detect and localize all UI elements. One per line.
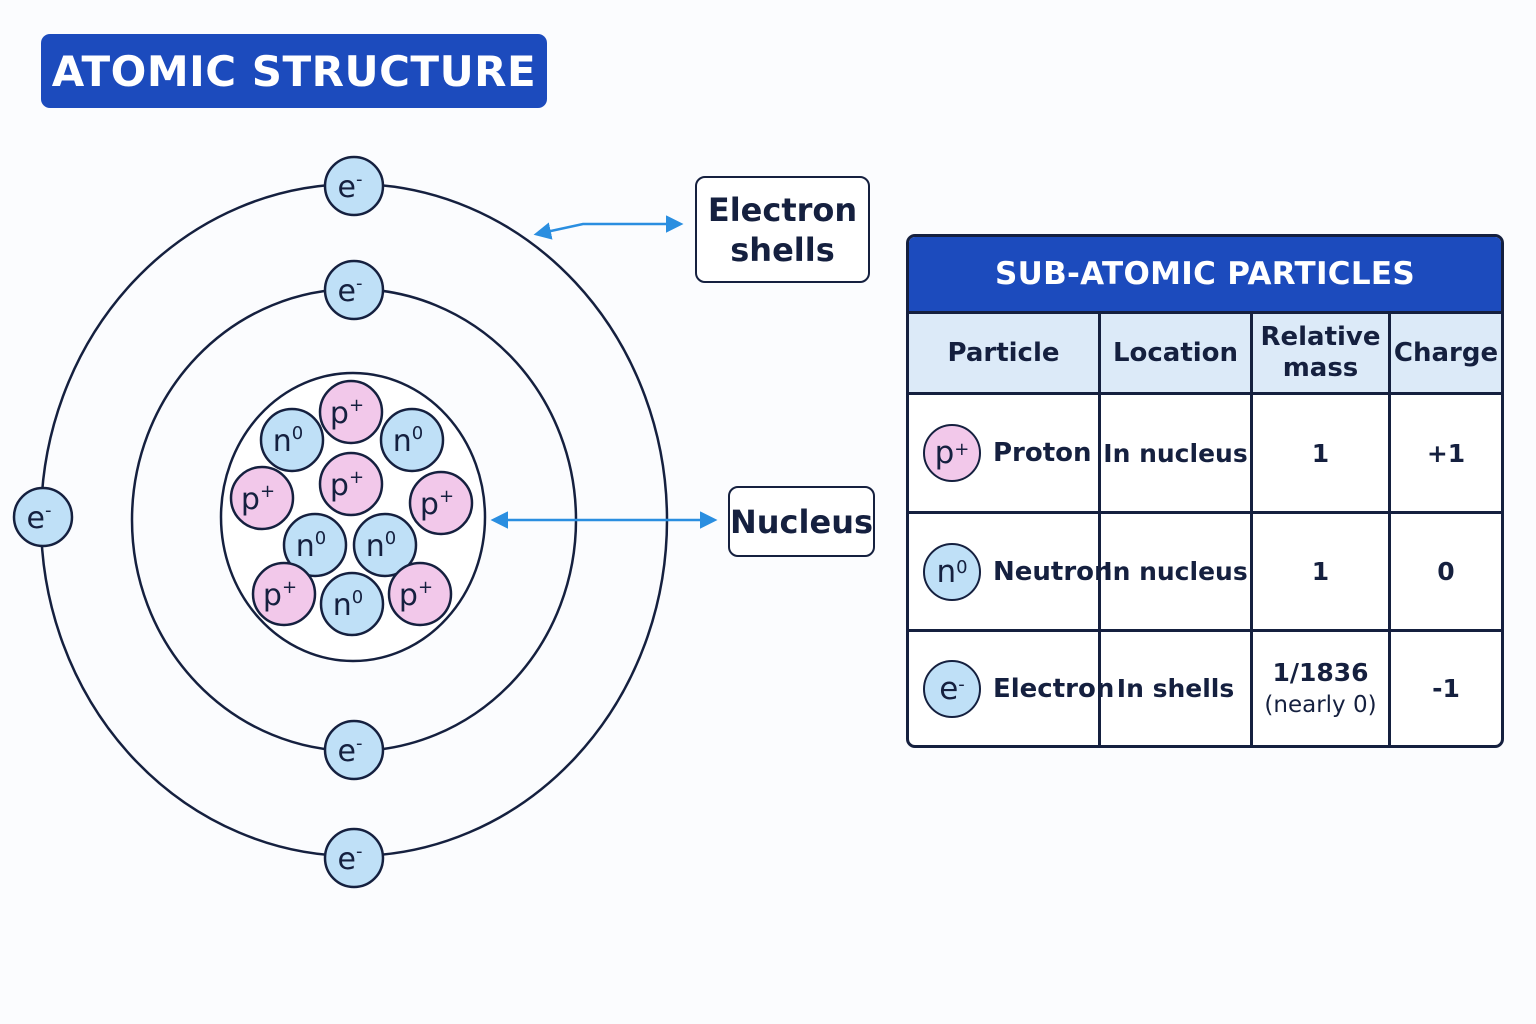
electron-shells-label: Electron shells	[695, 176, 870, 283]
neutron-particle: n0	[352, 512, 418, 578]
subatomic-particles-table: SUB-ATOMIC PARTICLES Particle Location R…	[906, 234, 1504, 748]
neutron-particle: n0	[319, 571, 385, 637]
proton-mass: 1	[1253, 395, 1391, 514]
electron-shells-label-line1: Electron	[707, 190, 858, 229]
proton-particle: p+	[408, 470, 474, 536]
proton-particle: p+	[251, 561, 317, 627]
electron-location: In shells	[1101, 632, 1253, 745]
header-charge: Charge	[1391, 314, 1501, 395]
header-relative-mass-line2: mass	[1282, 353, 1359, 383]
electron-particle: e-	[12, 486, 74, 548]
electron-symbol: e-	[338, 273, 363, 309]
electron-charge: -1	[1432, 674, 1460, 703]
neutron-particle: n0	[379, 407, 445, 473]
proton-particle: p+	[318, 451, 384, 517]
proton-location: In nucleus	[1101, 395, 1253, 514]
nucleus-label: Nucleus	[728, 486, 875, 557]
electron-name: Electron	[993, 673, 1115, 704]
electron-particle-cell: e- Electron	[909, 632, 1114, 745]
header-particle: Particle	[909, 314, 1101, 395]
proton-symbol-icon: p+	[923, 424, 981, 482]
electron-mass-value: 1/1836	[1272, 657, 1369, 687]
proton-particle: p+	[387, 561, 453, 627]
shells-pointer-arrow	[533, 215, 684, 240]
proton-charge: +1	[1391, 395, 1501, 514]
electron-particle: e-	[323, 719, 385, 781]
neutron-charge: 0	[1391, 514, 1501, 632]
table-title: SUB-ATOMIC PARTICLES	[909, 237, 1501, 314]
proton-particle: p+	[229, 465, 295, 531]
page-title: ATOMIC STRUCTURE	[41, 34, 547, 108]
neutron-location: In nucleus	[1101, 514, 1253, 632]
neutron-mass: 1	[1253, 514, 1391, 632]
proton-particle: p+	[318, 379, 384, 445]
neutron-particle: n0	[282, 512, 348, 578]
neutron-name: Neutron	[993, 556, 1113, 587]
header-relative-mass-line1: Relative	[1260, 322, 1381, 352]
header-relative-mass: Relative mass	[1253, 314, 1391, 395]
electron-shells-label-line2: shells	[730, 230, 835, 269]
proton-particle-cell: p+ Proton	[909, 395, 1101, 514]
electron-particle: e-	[323, 155, 385, 217]
electron-mass-note: (nearly 0)	[1264, 691, 1377, 718]
proton-name: Proton	[993, 438, 1092, 468]
neutron-particle: n0	[259, 407, 325, 473]
electron-particle: e-	[323, 827, 385, 889]
header-location: Location	[1101, 314, 1253, 395]
electron-symbol-icon: e-	[923, 659, 981, 718]
electron-mass: 1/1836 (nearly 0)	[1253, 632, 1391, 745]
electron-particle: e-	[323, 259, 385, 321]
